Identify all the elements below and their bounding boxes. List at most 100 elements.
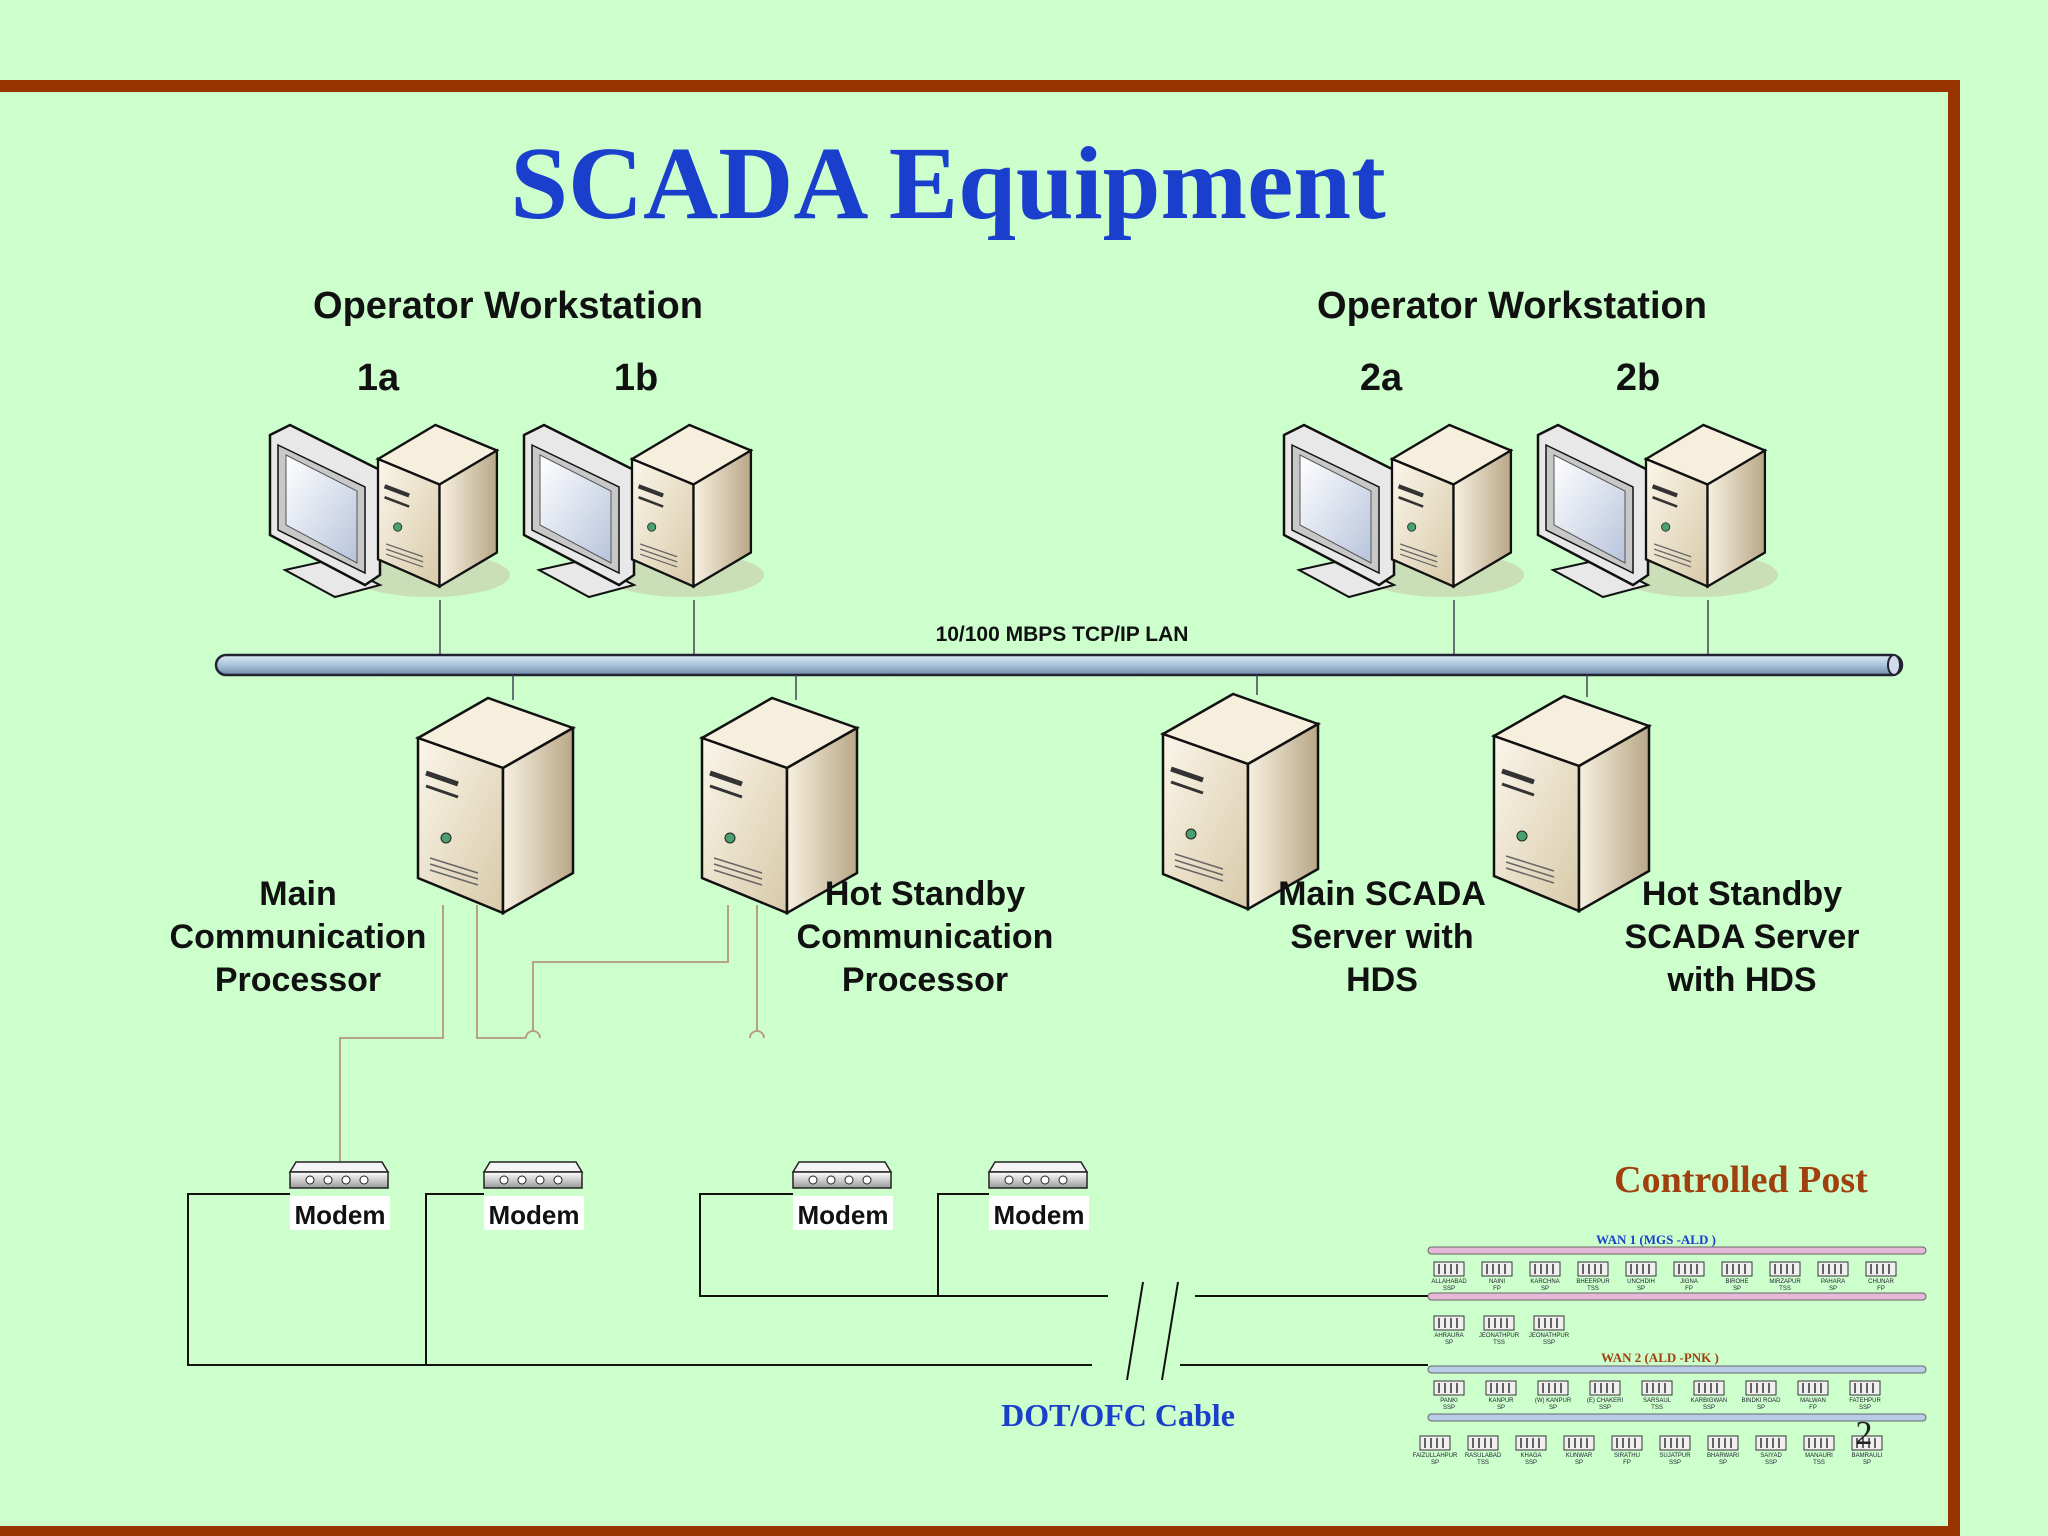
modem-1-label-bg	[290, 1196, 390, 1230]
rtu-icon	[1589, 1380, 1621, 1396]
slide-frame	[0, 80, 1960, 1536]
wan1-row1-rtus: ALLAHABADSSPNAINIFPKARCHNASPBHEERPURTSSU…	[1431, 1261, 1897, 1292]
rtu-label: SSP	[1443, 1405, 1455, 1411]
rtu-icon	[1529, 1261, 1561, 1277]
lan-bus	[214, 653, 1904, 677]
rtu-icon	[1419, 1435, 1451, 1451]
modem-2-icon	[483, 1161, 583, 1189]
workstation-2b-label: 2b	[1616, 357, 1660, 399]
server-1-label-line-2: Communication	[170, 918, 427, 956]
rtu-label: NAINI	[1489, 1279, 1505, 1285]
wan1-bus-2	[1427, 1292, 1927, 1301]
rtu-icon	[1693, 1380, 1725, 1396]
rtu-label: FP	[1877, 1286, 1885, 1292]
workstation-2b-icon	[1538, 425, 1778, 597]
workstation-lan-drops	[439, 600, 1709, 655]
lan-label: 10/100 MBPS TCP/IP LAN	[936, 623, 1189, 646]
rtu-icon	[1433, 1261, 1465, 1277]
rtu-label: SP	[1863, 1460, 1871, 1466]
rtu-icon	[1483, 1315, 1515, 1331]
rtu-label: JEONATHPUR	[1479, 1333, 1520, 1339]
rtu-label: FATEHPUR	[1849, 1398, 1881, 1404]
rtu-label: KHAGA	[1520, 1453, 1541, 1459]
rtu-label: SARSAUL	[1643, 1398, 1672, 1404]
rtu-label: SP	[1637, 1286, 1645, 1292]
server-1-label-line-3: Processor	[215, 961, 381, 999]
rtu-label: SSP	[1765, 1460, 1777, 1466]
rtu-label: KANPUR	[1488, 1398, 1514, 1404]
rtu-label: (E) CHAKERI	[1587, 1398, 1624, 1404]
rtu-label: TSS	[1587, 1286, 1599, 1292]
rtu-label: RASULABAD	[1465, 1453, 1502, 1459]
rtu-label: SSP	[1859, 1405, 1871, 1411]
rtu-label: CHUNAR	[1868, 1279, 1894, 1285]
modem-4-icon	[988, 1161, 1088, 1189]
server-3-label-line-1: Main SCADA	[1278, 875, 1486, 913]
rtu-icon	[1563, 1435, 1595, 1451]
rtu-label: KARCHNA	[1530, 1279, 1559, 1285]
rtu-label: SP	[1497, 1405, 1505, 1411]
rtu-icon	[1537, 1380, 1569, 1396]
rtu-label: JIGNA	[1680, 1279, 1698, 1285]
rtu-label: SSP	[1669, 1460, 1681, 1466]
rtu-label: SSP	[1543, 1340, 1555, 1346]
hot-standby-scada-server-icon	[1494, 696, 1649, 911]
rtu-label: TSS	[1813, 1460, 1825, 1466]
rtu-label: PAHARA	[1821, 1279, 1845, 1285]
controlled-post-network: WAN 1 (MGS -ALD ) ALLAHABAD SSP NAINI FP KAR…	[1413, 1232, 1927, 1466]
rtu-icon	[1433, 1380, 1465, 1396]
workstation-group-1-label: Operator Workstation	[313, 285, 703, 327]
server-4-label-line-1: Hot Standby	[1642, 875, 1842, 913]
rtu-icon	[1755, 1435, 1787, 1451]
dot-ofc-lines	[187, 1193, 1428, 1381]
wan2-bus-1	[1427, 1365, 1927, 1374]
rtu-label: BHEERPUR	[1576, 1279, 1610, 1285]
wan1-label: WAN 1 (MGS -ALD )	[1596, 1232, 1716, 1247]
rtu-icon	[1673, 1261, 1705, 1277]
wan1-bus-1	[1427, 1246, 1927, 1255]
rtu-icon	[1721, 1261, 1753, 1277]
workstation-2a-label: 2a	[1360, 357, 1403, 399]
rtu-label: SP	[1541, 1286, 1549, 1292]
rtu-label: BIROHE	[1725, 1279, 1748, 1285]
rtu-icon	[1707, 1435, 1739, 1451]
rtu-label: ALLAHABAD	[1431, 1279, 1467, 1285]
rtu-icon	[1849, 1380, 1881, 1396]
cable-label: DOT/OFC Cable	[1001, 1397, 1235, 1433]
rtu-label: SP	[1431, 1460, 1439, 1466]
rtu-icon	[1485, 1380, 1517, 1396]
rtu-label: BAMRAULI	[1852, 1453, 1883, 1459]
rtu-label: KUNWAR	[1566, 1453, 1593, 1459]
rtu-label: SP	[1733, 1286, 1741, 1292]
workstation-2a-icon	[1284, 425, 1524, 597]
modem-2-label: Modem	[489, 1200, 580, 1230]
rtu-label: SSP	[1525, 1460, 1537, 1466]
rtu-label: AHRAURA	[1434, 1333, 1463, 1339]
rtu-icon	[1433, 1315, 1465, 1331]
rtu-label: SUJATPUR	[1659, 1453, 1691, 1459]
rtu-icon	[1481, 1261, 1513, 1277]
server-2-label-line-1: Hot Standby	[825, 875, 1025, 913]
rtu-label: SAIYAD	[1760, 1453, 1782, 1459]
rtu-label: BHARWARI	[1707, 1453, 1739, 1459]
rtu-icon	[1769, 1261, 1801, 1277]
controlled-post-title: Controlled Post	[1614, 1159, 1868, 1201]
rtu-label: MANAURI	[1805, 1453, 1833, 1459]
page-number: 2	[1856, 1415, 1873, 1452]
main-communication-processor-icon	[418, 698, 573, 913]
modem-3-label-bg	[793, 1196, 893, 1230]
rtu-icon	[1467, 1435, 1499, 1451]
modem-1-label: Modem	[295, 1200, 386, 1230]
modem-3-icon	[792, 1161, 892, 1189]
rtu-label: SP	[1549, 1405, 1557, 1411]
rtu-icon	[1803, 1435, 1835, 1451]
server-2-label-line-3: Processor	[842, 961, 1008, 999]
rtu-label: KARBIGWAN	[1691, 1398, 1727, 1404]
wan2-label: WAN 2 (ALD -PNK )	[1601, 1350, 1719, 1365]
server-3-label-line-2: Server with	[1290, 918, 1473, 956]
workstation-1b-icon	[524, 425, 764, 597]
workstation-1a-label: 1a	[357, 357, 400, 399]
modem-4-label: Modem	[994, 1200, 1085, 1230]
rtu-label: SIRATHU	[1614, 1453, 1640, 1459]
